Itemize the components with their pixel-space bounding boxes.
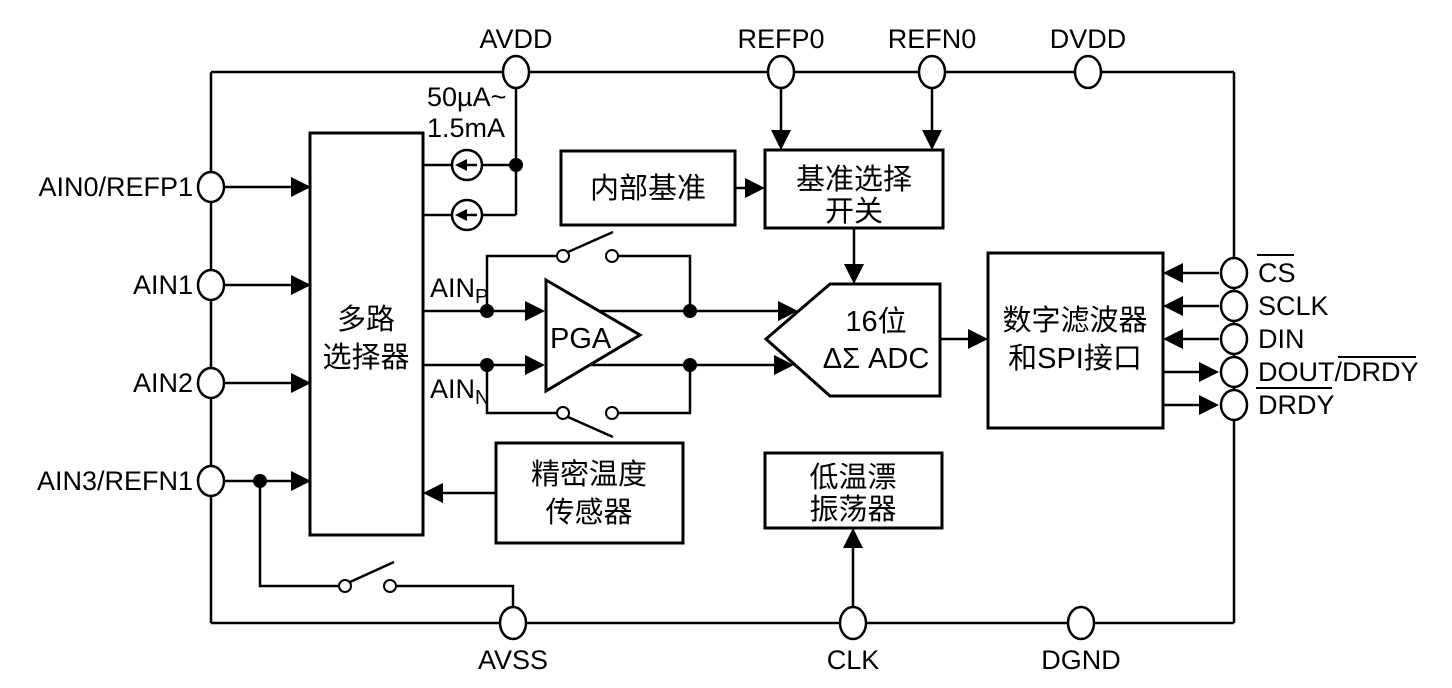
pin-refp0: [766, 54, 796, 90]
pin-label-avss: AVSS: [478, 645, 548, 675]
block-temp-sensor: 精密温度 传感器: [494, 441, 685, 545]
pin-cs: [1219, 256, 1249, 290]
block-pga: PGA: [544, 277, 643, 394]
pin-ain0-refp1: [196, 170, 226, 204]
pin-label-refn0: REFN0: [888, 24, 977, 54]
pin-ain1: [196, 268, 226, 302]
pin-label-drdy: DRDY: [1258, 390, 1335, 420]
temp-sensor-label-line1: 精密温度: [531, 458, 647, 491]
pin-label-ain3-refn1: AIN3/REFN1: [37, 466, 193, 496]
pin-label-ain2: AIN2: [133, 368, 193, 398]
pga-label: PGA: [550, 323, 612, 355]
current-source-lower: [450, 198, 484, 232]
internal-reference-label: 内部基准: [590, 172, 706, 205]
pin-dout-drdy: [1219, 355, 1249, 389]
pin-labels: AVDD REFP0 REFN0 DVDD AVSS CLK DGND AIN0…: [37, 24, 1419, 675]
pin-din: [1219, 322, 1249, 356]
pin-label-refp0: REFP0: [737, 24, 824, 54]
oscillator-label-line1: 低温漂: [809, 461, 896, 494]
pin-label-dvdd: DVDD: [1050, 24, 1127, 54]
block-reference-select-switch: 基准选择 开关: [763, 148, 945, 230]
oscillator-label-line2: 振荡器: [809, 493, 896, 526]
mux-label-line1: 多路: [337, 303, 395, 336]
outer-rails: [209, 70, 1236, 625]
junction-dots: [253, 158, 697, 488]
current-range-line1: 50µA~: [427, 82, 506, 112]
digital-filter-label-line1: 数字滤波器: [1002, 304, 1147, 337]
block-adc: 16位 ΔΣ ADC: [763, 282, 942, 398]
reference-select-label-line1: 基准选择: [796, 163, 912, 196]
pin-dvdd: [1073, 54, 1103, 90]
pin-label-ain1: AIN1: [133, 270, 193, 300]
pin-avss: [498, 605, 528, 641]
temp-sensor-label-line2: 传感器: [545, 496, 632, 529]
block-oscillator: 低温漂 振荡器: [763, 451, 944, 530]
pin-label-avdd: AVDD: [479, 24, 552, 54]
adc-label-line2: ΔΣ ADC: [823, 343, 930, 375]
adc-label-line1: 16位: [845, 305, 906, 338]
pin-label-ain0-refp1: AIN0/REFP1: [38, 172, 193, 202]
ainp-label: AINP: [430, 273, 488, 308]
switch-ain3-avss: [338, 560, 397, 593]
pin-label-dgnd: DGND: [1041, 645, 1121, 675]
current-range-line2: 1.5mA: [427, 113, 505, 143]
annotations: 50µA~ 1.5mA AINP AINN: [427, 82, 506, 409]
pin-ain3-refn1: [196, 464, 226, 498]
block-internal-reference: 内部基准: [559, 149, 737, 227]
pin-dgnd: [1066, 605, 1096, 641]
pin-refn0: [917, 54, 947, 90]
reference-select-label-line2: 开关: [825, 195, 883, 228]
pin-ain2: [196, 366, 226, 400]
pin-sclk: [1219, 289, 1249, 323]
block-mux: 多路 选择器: [308, 131, 425, 537]
block-digital-filter-spi: 数字滤波器 和SPI接口: [986, 251, 1165, 430]
pin-label-clk: CLK: [827, 645, 880, 675]
switch-pga-bypass-upper: [556, 230, 619, 263]
switch-pga-bypass-lower: [556, 406, 619, 439]
pin-clk: [838, 605, 868, 641]
pin-label-sclk: SCLK: [1258, 291, 1329, 321]
pin-label-cs: CS: [1258, 258, 1296, 288]
mux-label-line2: 选择器: [322, 341, 409, 374]
pin-label-dout-drdy: DOUT/DRDY: [1258, 357, 1419, 387]
current-source-upper: [450, 148, 484, 182]
pin-circles: [196, 54, 1249, 641]
pin-label-decorations: [1256, 254, 1416, 389]
pin-avdd: [501, 54, 531, 90]
pin-drdy: [1219, 388, 1249, 422]
ainn-label: AINN: [430, 374, 489, 409]
pin-label-din: DIN: [1258, 324, 1305, 354]
digital-filter-label-line2: 和SPI接口: [1008, 342, 1142, 375]
